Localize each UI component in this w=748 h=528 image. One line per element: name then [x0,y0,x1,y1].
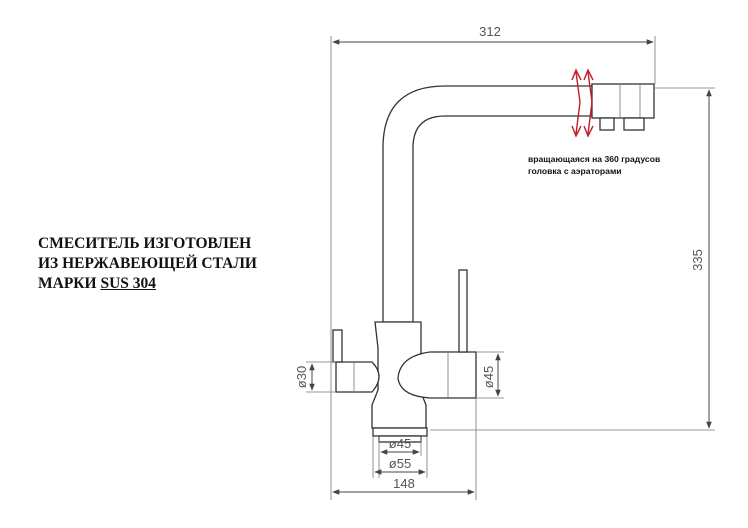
dimension-width-312: 312 [330,24,656,500]
left-cartridge [335,361,380,393]
rotation-note-line-1: вращающаяся на 360 градусов [528,154,660,164]
left-lever [332,329,343,363]
right-lever [458,269,468,353]
rotation-arrows-icon [571,68,594,138]
spout [382,83,655,323]
dimension-label-312: 312 [479,24,501,39]
dimension-label-335: 335 [690,249,705,271]
caption-line-3-prefix: МАРКИ [38,275,101,292]
right-cartridge [397,351,477,399]
caption-line-2: ИЗ НЕРЖАВЕЮЩЕЙ СТАЛИ [38,255,257,272]
dimension-label-left-handle: ø30 [294,366,309,388]
dimension-label-base-45: ø45 [389,436,411,451]
dimension-label-base-55: ø55 [389,456,411,471]
material-caption: СМЕСИТЕЛЬ ИЗГОТОВЛЕН ИЗ НЕРЖАВЕЮЩЕЙ СТАЛ… [38,234,257,294]
rotation-note-line-2: головка с аэраторами [528,166,622,176]
aerator-head [591,83,655,119]
dimension-right-handle: ø45 [476,351,504,399]
dimension-base-55: ø55 [372,436,428,478]
caption-line-3: МАРКИ SUS 304 [38,274,257,294]
steel-grade: SUS 304 [100,275,157,292]
dimension-label-148: 148 [393,476,415,491]
dimension-left-handle: ø30 [294,361,336,393]
aerator-outlet-1 [599,117,615,131]
caption-line-1: СМЕСИТЕЛЬ ИЗГОТОВЛЕН [38,235,252,252]
aerator-outlet-2 [623,117,645,131]
dimension-base-148: 148 [332,398,477,500]
dimension-label-right-handle: ø45 [481,366,496,388]
mixer-body [332,269,477,443]
dimension-height-335: 335 [430,87,715,431]
base-ring [372,427,428,437]
